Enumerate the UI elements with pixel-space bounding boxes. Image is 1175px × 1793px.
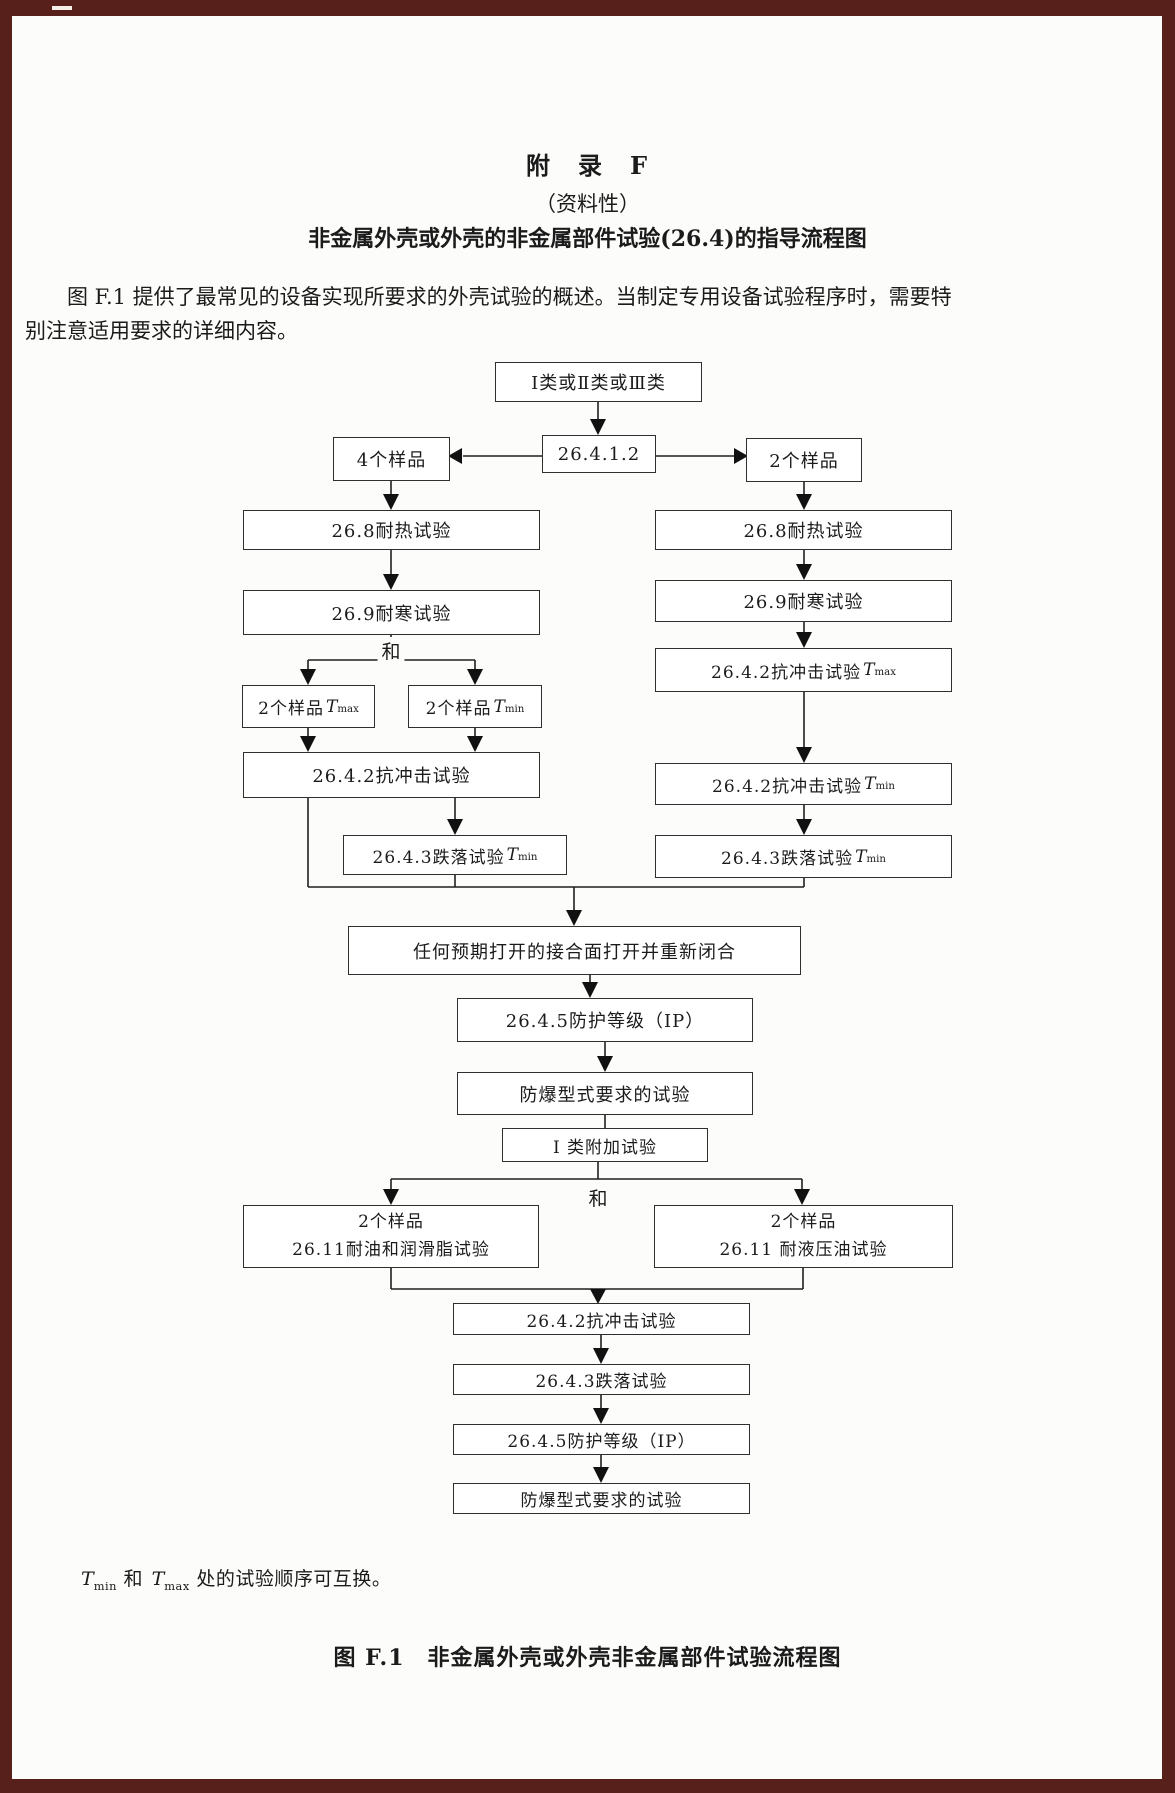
node-label: 26.4.5防护等级（IP） — [505, 1011, 705, 1032]
flow-node-4-samples: 4个样品 — [333, 437, 450, 481]
flow-node-2-samples: 2个样品 — [746, 438, 862, 482]
temperature-symbol: T — [864, 774, 876, 794]
node-label: 任何预期打开的接合面打开并重新闭合 — [413, 941, 736, 963]
temperature-subscript: min — [93, 1578, 117, 1593]
node-label: 4个样品 — [356, 450, 427, 471]
flow-node-right-heat-test: 26.8耐热试验 — [655, 510, 952, 550]
node-label: 防爆型式要求的试验 — [520, 1491, 683, 1511]
node-label: 26.4.3跌落试验 — [721, 849, 854, 869]
flow-node-ex-type-test: 防爆型式要求的试验 — [457, 1072, 753, 1115]
node-label: 26.4.5防护等级（IP） — [507, 1432, 696, 1452]
temperature-symbol: T — [81, 1568, 94, 1590]
node-line1: 2个样品 — [770, 1212, 837, 1233]
intro-paragraph: 图 F.1 提供了最常见的设备实现所要求的外壳试验的概述。当制定专用设备试验程序… — [25, 280, 1150, 348]
temperature-subscript: max — [164, 1578, 190, 1593]
flow-node-hydraulic-oil-test: 2个样品 26.11 耐液压油试验 — [654, 1205, 953, 1268]
flow-node-left-cold-test: 26.9耐寒试验 — [243, 590, 540, 635]
node-label: Ⅰ类或Ⅱ类或Ⅲ类 — [531, 373, 666, 394]
temperature-symbol: T — [326, 696, 338, 717]
appendix-title: 附 录 F — [525, 151, 650, 180]
flow-node-oil-grease-test: 2个样品 26.11耐油和润滑脂试验 — [243, 1205, 539, 1268]
node-label: 26.9耐寒试验 — [331, 603, 452, 625]
node-line2: 26.11耐油和润滑脂试验 — [292, 1239, 490, 1260]
node-label: 26.4.3跌落试验 — [535, 1372, 668, 1392]
temperature-symbol: T — [855, 846, 867, 867]
node-label: 2个样品 — [425, 699, 492, 719]
temperature-symbol: T — [506, 845, 518, 865]
node-label: 26.9耐寒试验 — [743, 592, 864, 613]
node-label: 2个样品 — [258, 699, 324, 719]
flow-node-right-cold-test: 26.9耐寒试验 — [655, 580, 952, 622]
flow-node-left-heat-test: 26.8耐热试验 — [243, 510, 540, 550]
node-label: 26.4.2抗冲击试验 — [712, 776, 863, 797]
figure-caption: 图 F.1 非金属外壳或外壳非金属部件试验流程图 — [333, 1645, 842, 1671]
flow-node-class-selection: Ⅰ类或Ⅱ类或Ⅲ类 — [495, 362, 702, 402]
page-frame-bottom — [0, 1779, 1175, 1793]
footnote-text: 处的试验顺序可互换。 — [189, 1568, 392, 1590]
node-line1: 2个样品 — [358, 1212, 424, 1233]
and-connector-label: 和 — [377, 637, 405, 664]
scan-artifact — [52, 6, 72, 10]
paragraph-line: 图 F.1 提供了最常见的设备实现所要求的外壳试验的概述。当制定专用设备试验程序… — [67, 285, 952, 309]
footnote-text: 和 — [116, 1568, 150, 1590]
node-label: 26.4.2抗冲击试验 — [711, 662, 862, 683]
flow-node-bottom-drop-test: 26.4.3跌落试验 — [453, 1364, 750, 1395]
flowchart-footnote: Tmin 和 Tmax 处的试验顺序可互换。 — [79, 1564, 391, 1593]
node-label: 2个样品 — [769, 451, 839, 472]
node-label: 26.4.2抗冲击试验 — [526, 1311, 677, 1332]
node-line2: 26.11 耐液压油试验 — [719, 1239, 888, 1260]
node-label: 26.8耐热试验 — [331, 521, 452, 542]
appendix-heading: 非金属外壳或外壳的非金属部件试验(26.4)的指导流程图 — [308, 226, 867, 252]
temperature-symbol: T — [863, 660, 875, 680]
flow-node-bottom-impact-test: 26.4.2抗冲击试验 — [453, 1303, 750, 1335]
node-label: 26.8耐热试验 — [743, 521, 864, 542]
node-label: 26.4.3跌落试验 — [372, 847, 505, 868]
appendix-type: （资料性） — [535, 192, 640, 216]
paragraph-line: 别注意适用要求的详细内容。 — [25, 319, 298, 344]
temperature-symbol: T — [151, 1568, 165, 1590]
flow-node-bottom-ex-type-test: 防爆型式要求的试验 — [453, 1483, 750, 1514]
node-label: 26.4.1.2 — [557, 443, 641, 465]
temperature-symbol: T — [493, 696, 505, 717]
node-label: Ⅰ 类附加试验 — [552, 1137, 658, 1158]
page-frame-left — [0, 0, 12, 1793]
flow-node-bottom-ip-rating-test: 26.4.5防护等级（IP） — [453, 1424, 750, 1455]
node-label: 26.4.2抗冲击试验 — [312, 766, 471, 787]
and-connector-label: 和 — [584, 1184, 612, 1211]
flow-node-left-impact-test: 26.4.2抗冲击试验 — [243, 752, 540, 798]
page-frame-top — [0, 0, 1175, 16]
flow-node-joint-open-reclose: 任何预期打开的接合面打开并重新闭合 — [348, 926, 801, 975]
page-frame-right — [1162, 0, 1175, 1793]
flow-node-ip-rating-test: 26.4.5防护等级（IP） — [457, 998, 753, 1042]
node-label: 防爆型式要求的试验 — [519, 1084, 691, 1106]
flow-node-clause-26412: 26.4.1.2 — [542, 435, 656, 473]
flow-node-group1-additional-test: Ⅰ 类附加试验 — [502, 1128, 708, 1162]
